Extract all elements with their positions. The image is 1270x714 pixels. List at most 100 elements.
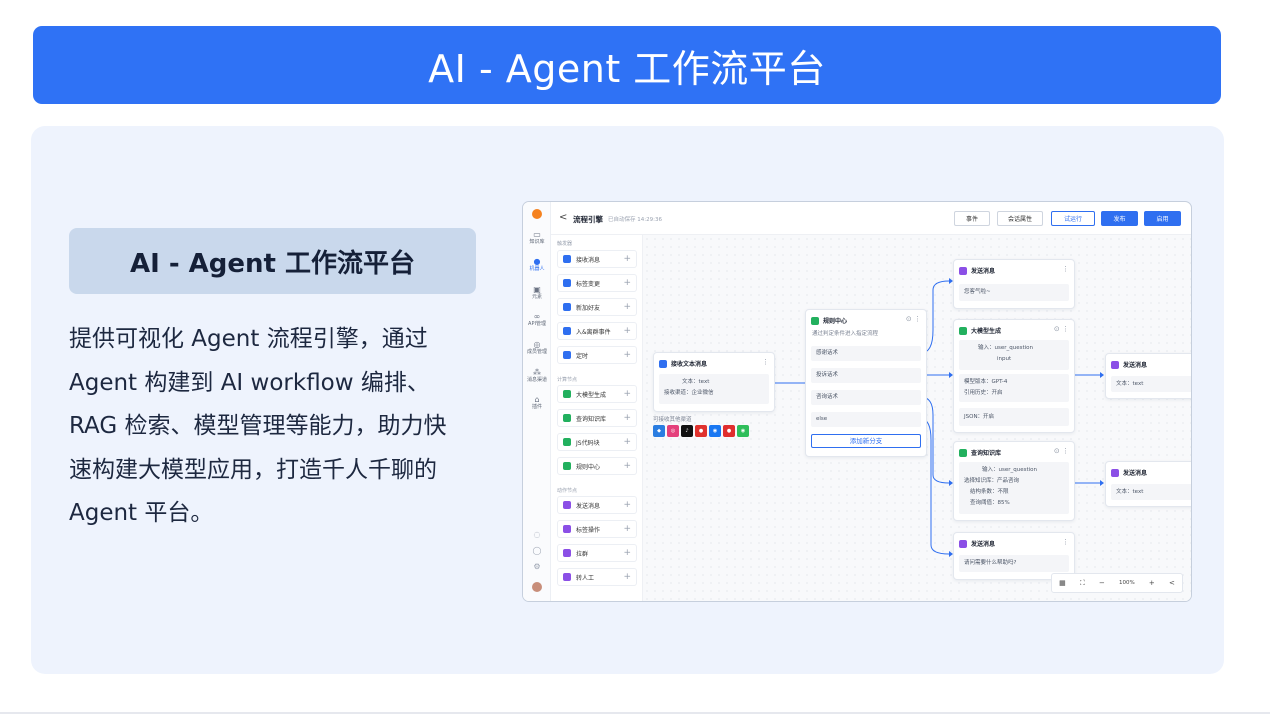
add-icon[interactable]: + xyxy=(623,437,631,447)
node-subtitle: 通过判定条件进入指定流程 xyxy=(812,331,879,337)
members-icon: ◎ xyxy=(533,340,541,349)
fit-view-icon[interactable]: ⛶ xyxy=(1079,578,1085,587)
node-header: 查询知识库 xyxy=(959,448,1001,457)
add-icon[interactable]: + xyxy=(623,326,631,336)
description-line: 提供可视化 Agent 流程引擎，通过 xyxy=(69,326,428,352)
add-icon[interactable]: + xyxy=(623,548,631,558)
palette-item-label: 转人工 xyxy=(576,574,595,582)
feature-description: 提供可视化 Agent 流程引擎，通过 Agent 构建到 AI workflo… xyxy=(69,318,494,536)
node-header: 大模型生成 xyxy=(959,326,1001,335)
palette-item-js-code[interactable]: JS代码块+ xyxy=(557,433,637,451)
channel-whatsapp-icon: ◉ xyxy=(737,425,749,437)
back-icon[interactable]: < xyxy=(559,212,568,223)
code-icon xyxy=(563,438,571,446)
rule-branch[interactable]: 投诉话术 xyxy=(811,368,921,383)
palette-item-rule-center[interactable]: 规则中心+ xyxy=(557,457,637,475)
node-line: 引用历史：开启 xyxy=(964,390,1003,396)
nav-label: 机器人 xyxy=(529,266,545,272)
send-icon xyxy=(959,539,967,548)
more-icon[interactable]: ⋮ xyxy=(762,358,769,366)
nav-label: 知识库 xyxy=(529,239,545,245)
editor-title: 流程引擎 xyxy=(573,215,603,224)
collapse-icon[interactable]: < xyxy=(1168,579,1175,587)
add-icon[interactable]: + xyxy=(623,254,631,264)
palette-item-tag-operation[interactable]: 标签操作+ xyxy=(557,520,637,538)
more-icon[interactable]: ⋮ xyxy=(1062,265,1069,273)
description-line: RAG 检索、模型管理等能力，助力快 xyxy=(69,413,447,439)
add-icon[interactable]: + xyxy=(623,413,631,423)
ai-icon xyxy=(563,390,571,398)
node-rule-center[interactable]: 规则中心 ⊙ ⋮ 通过判定条件进入指定流程 感谢话术 投诉话术 咨询话术 els… xyxy=(805,309,927,457)
node-title: 接收文本消息 xyxy=(671,361,708,368)
nav-item-plugin[interactable]: ⌂ 插件 xyxy=(523,395,551,411)
node-knowledge-query[interactable]: 查询知识库 ⊙ ⋮ 输入：user_question 选择知识库：产品咨询 结构… xyxy=(953,441,1075,521)
help-icon[interactable]: ◯ xyxy=(532,546,542,555)
headset-icon[interactable]: ◌ xyxy=(533,530,541,539)
rule-branch[interactable]: 咨询话术 xyxy=(811,390,921,405)
nav-item-element[interactable]: ▣ 元素 xyxy=(523,285,551,301)
palette-section-title: 触发器 xyxy=(557,241,573,247)
channel-tiktok-icon: ♪ xyxy=(681,425,693,437)
node-title: 大模型生成 xyxy=(971,328,1002,335)
nav-item-api[interactable]: ∞ API管理 xyxy=(523,312,551,328)
node-header: 发送消息 xyxy=(1111,360,1147,369)
settings-icon[interactable]: ⚙ xyxy=(533,562,541,571)
add-icon[interactable]: + xyxy=(623,524,631,534)
add-icon[interactable]: + xyxy=(623,350,631,360)
nav-item-knowledge[interactable]: ▭ 知识库 xyxy=(523,230,551,246)
node-line: 输入：user_question xyxy=(978,345,1034,351)
description-line: Agent 构建到 AI workflow 编排、 xyxy=(69,369,430,396)
rule-branch[interactable]: 感谢话术 xyxy=(811,346,921,361)
nav-label: 元素 xyxy=(531,294,542,300)
palette-item-tag-change[interactable]: 标签变更 + xyxy=(557,274,637,292)
node-send-message-4[interactable]: 发送消息 文本：text xyxy=(1105,461,1191,507)
minimap-icon[interactable]: ▦ xyxy=(1059,579,1066,587)
add-branch-button[interactable]: 添加新分支 xyxy=(811,434,921,448)
add-icon[interactable]: + xyxy=(623,389,631,399)
add-icon[interactable]: + xyxy=(623,572,631,582)
palette-item-timer[interactable]: 定时+ xyxy=(557,346,637,364)
avatar[interactable] xyxy=(532,582,542,592)
enable-button[interactable]: 启用 xyxy=(1144,211,1181,226)
test-run-button[interactable]: 试运行 xyxy=(1051,211,1095,226)
node-receive-text[interactable]: 接收文本消息 ⋮ 文本：text 接收渠道：企业微信 xyxy=(653,352,775,412)
session-attributes-button[interactable]: 会话属性 xyxy=(997,211,1043,226)
node-send-message-2[interactable]: 发送消息 ⋮ 请问需要什么帮助吗? xyxy=(953,532,1075,580)
node-header: 发送消息 xyxy=(959,539,995,548)
palette-item-receive-message[interactable]: 接收消息+ xyxy=(557,250,637,268)
add-icon[interactable]: + xyxy=(623,500,631,510)
folder-icon: ▭ xyxy=(533,230,541,239)
more-icon[interactable]: ⊙ ⋮ xyxy=(1053,447,1069,455)
zoom-out-icon[interactable]: − xyxy=(1098,579,1105,587)
palette-item-llm[interactable]: 大模型生成+ xyxy=(557,385,637,403)
palette-item-group-event[interactable]: 入&离群事件+ xyxy=(557,322,637,340)
more-icon[interactable]: ⊙ ⋮ xyxy=(1053,325,1069,333)
database-icon xyxy=(959,448,967,457)
send-icon xyxy=(1111,468,1119,477)
node-send-message-1[interactable]: 发送消息 ⋮ 您客气啦~ xyxy=(953,259,1075,309)
rule-branch[interactable]: else xyxy=(811,412,921,427)
nav-item-members[interactable]: ◎ 成员管理 xyxy=(523,340,551,356)
add-icon[interactable]: + xyxy=(623,461,631,471)
palette-item-new-friend[interactable]: 新加好友+ xyxy=(557,298,637,316)
palette-item-pull-group[interactable]: 拉群+ xyxy=(557,544,637,562)
event-button[interactable]: 事件 xyxy=(954,211,990,226)
node-send-message-3[interactable]: 发送消息 文本：text xyxy=(1105,353,1191,399)
more-icon[interactable]: ⋮ xyxy=(1062,538,1069,546)
palette-item-transfer-human[interactable]: 转人工 + xyxy=(557,568,637,586)
palette-item-knowledge-query[interactable]: 查询知识库+ xyxy=(557,409,637,427)
zoom-in-icon[interactable]: + xyxy=(1148,579,1155,587)
publish-button[interactable]: 发布 xyxy=(1101,211,1138,226)
more-icon[interactable]: ⊙ ⋮ xyxy=(905,315,921,323)
workflow-canvas[interactable]: 接收文本消息 ⋮ 文本：text 接收渠道：企业微信 可接收其他渠道 ◆ ◎ ♪… xyxy=(643,235,1191,601)
banner-title: AI - Agent 工作流平台 xyxy=(428,46,826,91)
palette-item-label: 标签变更 xyxy=(576,280,601,288)
nav-item-robot[interactable]: ● 机器人 xyxy=(523,257,551,273)
add-icon[interactable]: + xyxy=(623,278,631,288)
node-title: 发送消息 xyxy=(1123,470,1148,477)
add-icon[interactable]: + xyxy=(623,302,631,312)
nav-item-channel[interactable]: ⁂ 消息渠道 xyxy=(523,368,551,384)
channels-label: 可接收其他渠道 xyxy=(653,417,692,423)
node-llm[interactable]: 大模型生成 ⊙ ⋮ 输入：user_question input 模型版本：GP… xyxy=(953,319,1075,433)
palette-item-send-message[interactable]: 发送消息+ xyxy=(557,496,637,514)
